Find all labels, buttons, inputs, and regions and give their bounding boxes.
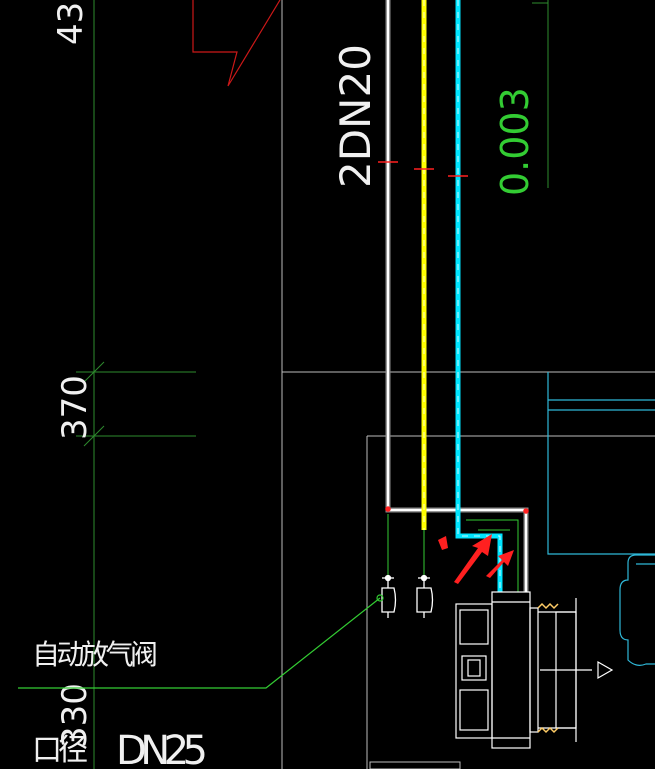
air-vent-valve-icon: [381, 574, 397, 618]
break-markers: [378, 161, 529, 514]
leader-dot: [376, 594, 384, 602]
equipment-springs: [537, 602, 559, 734]
callout-label: 自动放气阀: [32, 638, 158, 671]
branch-lines: [387, 514, 519, 592]
dimension-bottom-text: 330: [55, 683, 95, 748]
dimension-lines: [76, 0, 549, 769]
air-vent-valve-icon: [416, 574, 434, 618]
pipe-label: 2DN20: [331, 44, 380, 188]
room-outline: [281, 0, 655, 769]
red-outline: [192, 0, 281, 87]
flow-arrow-icon: [486, 550, 514, 578]
leader-line: [18, 597, 381, 689]
dimension-mid-text: 370: [55, 375, 95, 440]
cyan-equipment: [547, 372, 655, 666]
dimension-top-text: 435: [51, 0, 91, 45]
caliber-label: 口径: [32, 733, 88, 768]
slope-label: 0.003: [493, 87, 537, 196]
equipment-unit: [455, 591, 614, 749]
caliber-size: DN25: [116, 728, 208, 769]
arrow-marker-icon: [438, 536, 448, 550]
flow-arrow-icon: [454, 534, 492, 584]
